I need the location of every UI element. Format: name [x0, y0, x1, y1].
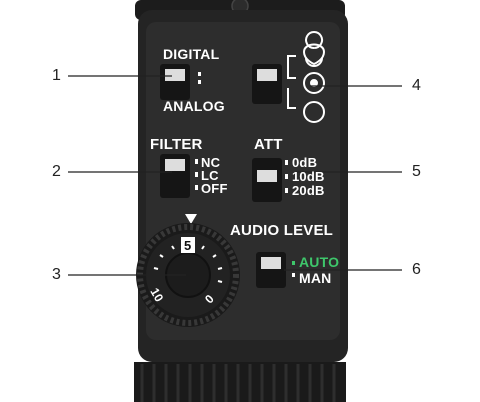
mic-pattern-cardioid-icon — [302, 31, 326, 67]
filter-option-nc: NC — [201, 155, 221, 170]
digital-analog-switch-knob — [165, 69, 185, 81]
callout-number-3: 3 — [52, 266, 61, 283]
audio-level-switch-knob — [261, 257, 281, 269]
audio-level-option-man: MAN — [299, 270, 332, 286]
callout-number-6: 6 — [412, 261, 421, 278]
analog-label: ANALOG — [163, 98, 225, 114]
audio-level-option-auto: AUTO — [299, 254, 340, 270]
att-option-20db: 20dB — [292, 183, 325, 198]
dial-indicator-triangle-icon — [185, 214, 197, 224]
filter-switch-knob — [165, 159, 185, 171]
callout-number-4: 4 — [412, 77, 421, 94]
att-label: ATT — [254, 136, 283, 153]
att-switch-knob — [257, 170, 277, 182]
att-option-10db: 10dB — [292, 169, 325, 184]
filter-label: FILTER — [150, 136, 203, 153]
digital-label: DIGITAL — [163, 46, 220, 62]
polar-pattern-switch-knob — [257, 69, 277, 81]
bottom-nut-ridges — [140, 364, 336, 402]
att-option-0db: 0dB — [292, 155, 318, 170]
callout-number-2: 2 — [52, 163, 61, 180]
audio-level-label: AUDIO LEVEL — [230, 222, 334, 239]
mic-pattern-bidirectional-icon — [303, 101, 325, 123]
filter-option-lc: LC — [201, 168, 219, 183]
dial-mark-5: 5 — [184, 238, 192, 253]
callout-number-1: 1 — [52, 67, 61, 84]
filter-option-off: OFF — [201, 181, 228, 196]
dial-selected-mark-bg — [181, 237, 195, 253]
callout-number-5: 5 — [412, 163, 421, 180]
